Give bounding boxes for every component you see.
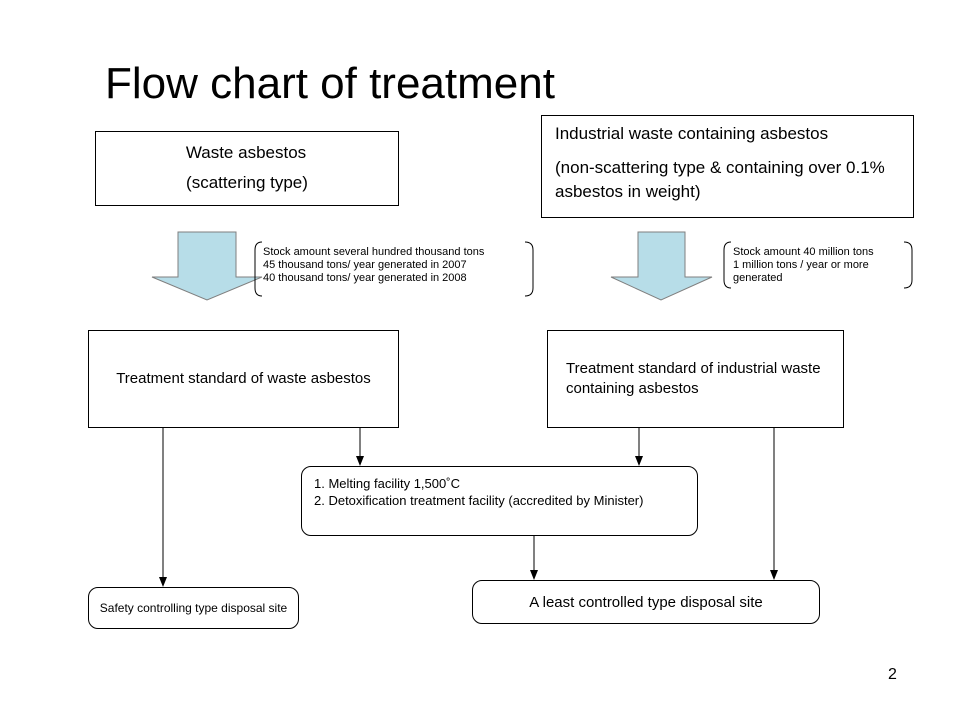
down-arrow-right-icon — [610, 231, 713, 301]
stock-note-line: 1 million tons / year or more — [733, 259, 869, 271]
stock-note-line: Stock amount 40 million tons — [733, 246, 874, 258]
stock-bracket-left-open — [254, 241, 263, 297]
page-number: 2 — [888, 666, 897, 683]
page-title: Flow chart of treatment — [105, 59, 555, 108]
industrial-waste-label: Industrial waste containing asbestos — [555, 124, 829, 143]
treatment-standard-waste-box: Treatment standard of waste asbestos — [88, 330, 399, 428]
stock-bracket-right-close — [903, 241, 913, 289]
stock-note-right: Stock amount 40 million tons 1 million t… — [733, 246, 874, 285]
down-arrow-left-icon — [151, 231, 263, 301]
stock-bracket-right-open — [723, 241, 732, 289]
industrial-waste-type: (non-scattering type & containing over 0… — [555, 158, 885, 201]
least-controlled-disposal-site-box: A least controlled type disposal site — [472, 580, 820, 624]
stock-note-line: 40 thousand tons/ year generated in 2008 — [263, 272, 467, 284]
melting-facility-item: 1. Melting facility 1,500˚C — [314, 476, 460, 491]
stock-note-line: Stock amount several hundred thousand to… — [263, 246, 485, 258]
treatment-standard-waste-label: Treatment standard of waste asbestos — [116, 370, 371, 387]
stock-note-line: generated — [733, 272, 783, 284]
treatment-standard-industrial-box: Treatment standard of industrial waste c… — [547, 330, 844, 428]
detoxification-facility-item: 2. Detoxification treatment facility (ac… — [314, 493, 644, 508]
waste-asbestos-box: Waste asbestos (scattering type) — [95, 131, 399, 206]
waste-asbestos-type: (scattering type) — [186, 173, 308, 192]
stock-bracket-left-close — [524, 241, 534, 297]
treatment-standard-industrial-label: Treatment standard of industrial waste c… — [566, 360, 821, 397]
waste-asbestos-label: Waste asbestos — [185, 143, 307, 162]
treatment-facilities-box: 1. Melting facility 1,500˚C 2. Detoxific… — [301, 466, 698, 536]
safety-disposal-site-box: Safety controlling type disposal site — [88, 587, 299, 629]
industrial-waste-box: Industrial waste containing asbestos (no… — [541, 115, 914, 218]
safety-disposal-site-label: Safety controlling type disposal site — [99, 601, 288, 615]
stock-note-left: Stock amount several hundred thousand to… — [263, 246, 484, 285]
least-controlled-disposal-site-label: A least controlled type disposal site — [529, 593, 763, 611]
stock-note-line: 45 thousand tons/ year generated in 2007 — [263, 259, 467, 271]
